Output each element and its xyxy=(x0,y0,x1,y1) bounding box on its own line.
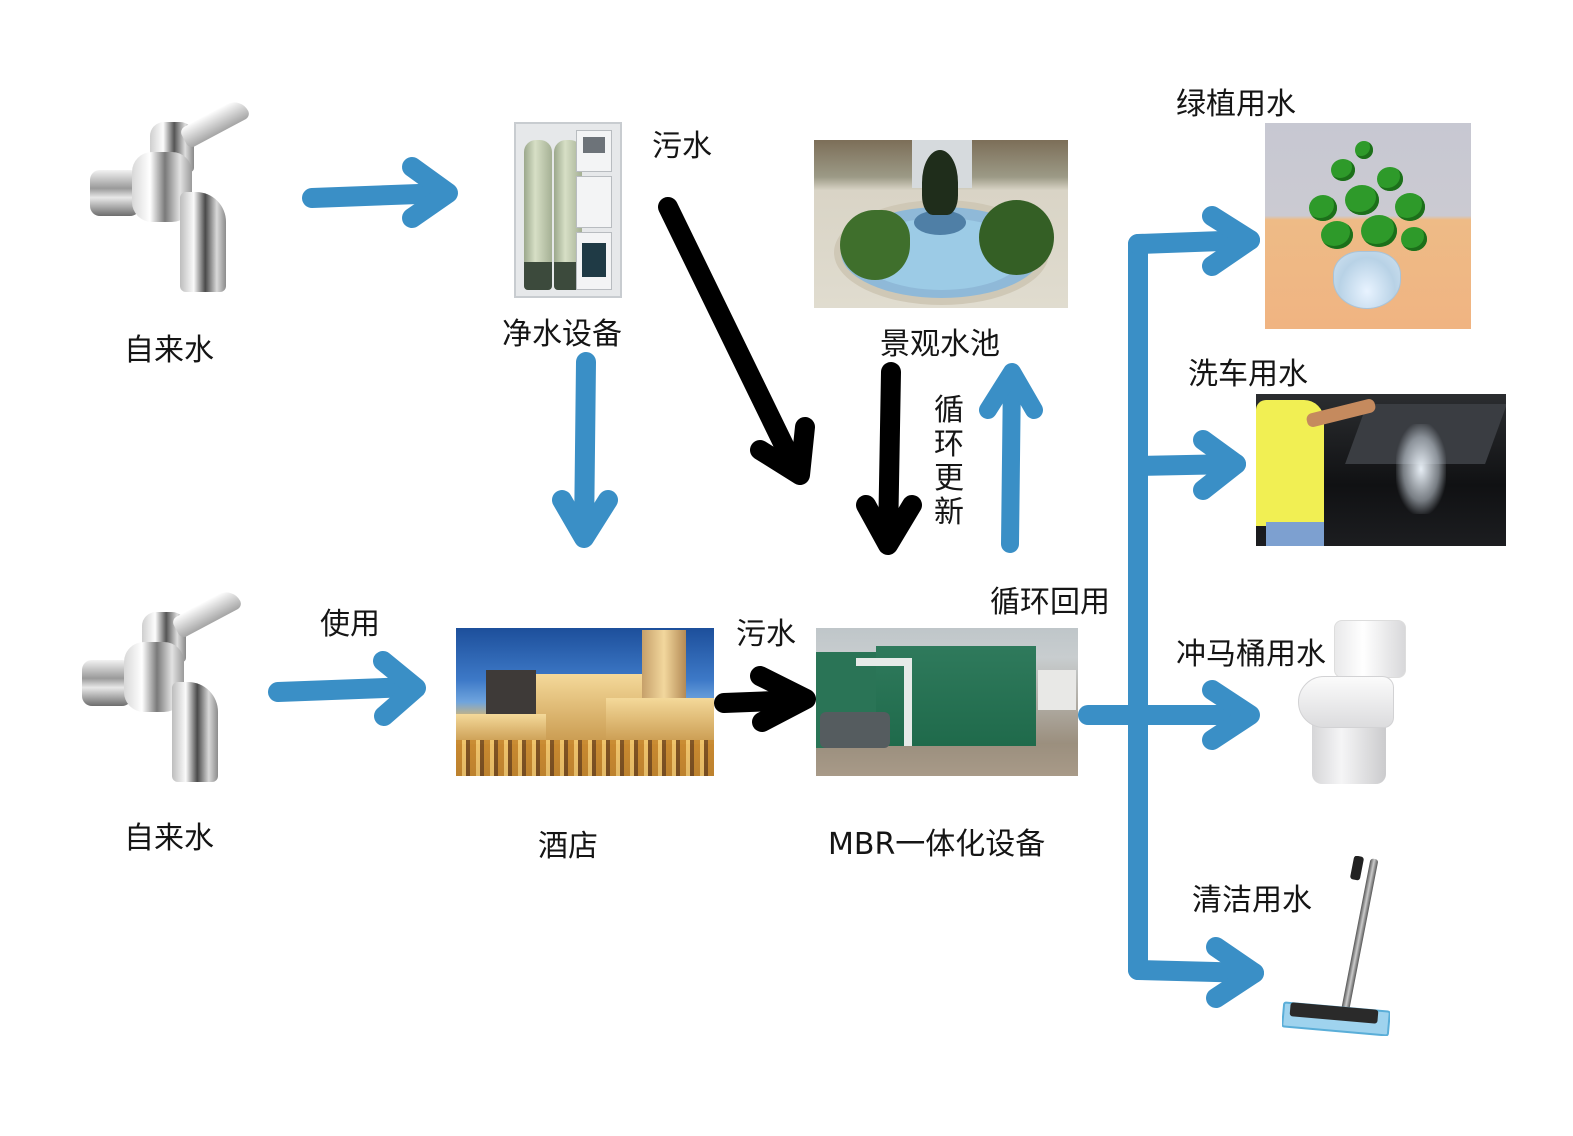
arrow-hotel-to-mbr xyxy=(714,666,816,732)
landscape-pond-icon xyxy=(814,140,1068,308)
node-label-cleaning: 清洁用水 xyxy=(1192,883,1312,918)
node-label-mbr: MBR一体化设备 xyxy=(828,827,1046,862)
arrow-mbr-to-pond xyxy=(979,363,1043,553)
edge-label-purifier-sewage: 污水 xyxy=(652,129,712,164)
mbr-equipment-icon xyxy=(816,628,1078,776)
node-label-hotel: 酒店 xyxy=(538,829,598,864)
edge-label-hotel-sewage: 污水 xyxy=(736,617,796,652)
edge-label-pond-cycle: 循环更新 xyxy=(934,393,964,530)
faucet-icon xyxy=(80,96,260,302)
toilet-icon xyxy=(1298,620,1408,786)
arrow-pond-to-mbr xyxy=(856,362,922,555)
arrow-purifier-to-hotel xyxy=(552,352,618,548)
edge-label-recycle: 循环回用 xyxy=(990,585,1110,620)
node-label-toilet: 冲马桶用水 xyxy=(1176,637,1326,672)
car-wash-icon xyxy=(1256,394,1506,546)
node-label-plants: 绿植用水 xyxy=(1176,87,1296,122)
node-label-purifier: 净水设备 xyxy=(502,317,622,352)
water-purifier-icon xyxy=(514,122,622,298)
arrow-purifier-sewage-to-mbr xyxy=(658,197,815,485)
arrow-mbr-to-reuse-trunk xyxy=(1078,206,1264,1008)
faucet-icon xyxy=(72,586,252,792)
node-label-carwash: 洗车用水 xyxy=(1188,357,1308,392)
arrow-tap-to-hotel xyxy=(268,651,426,726)
edge-label-tap-use: 使用 xyxy=(320,607,380,642)
node-label-pond: 景观水池 xyxy=(880,327,1000,362)
node-label-tap-bottom: 自来水 xyxy=(124,821,214,856)
node-label-tap-top: 自来水 xyxy=(124,333,214,368)
arrow-tap-to-purifier xyxy=(302,157,458,228)
hotel-icon xyxy=(456,628,714,776)
potted-plant-icon xyxy=(1265,123,1471,329)
